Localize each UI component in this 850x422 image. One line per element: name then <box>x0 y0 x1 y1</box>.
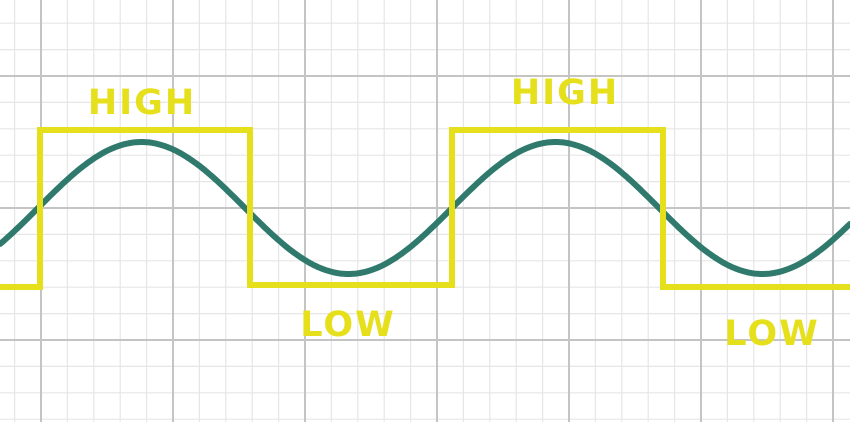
label-low-2: LOW <box>724 314 819 354</box>
label-high-2: HIGH <box>511 73 619 113</box>
sine-wave <box>0 139 850 277</box>
label-high-1: HIGH <box>88 83 196 123</box>
square-wave <box>0 127 850 290</box>
label-low-1: LOW <box>300 305 395 345</box>
